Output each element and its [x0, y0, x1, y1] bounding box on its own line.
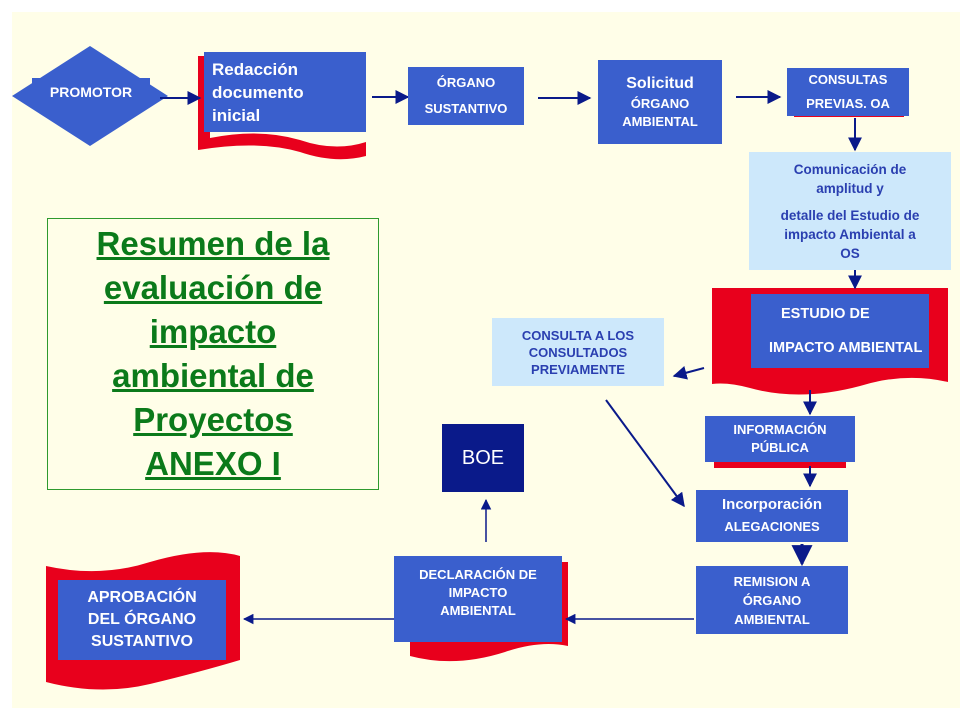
consulta-consultados-line-1: CONSULTA A LOS	[521, 327, 635, 343]
estudio-line-2: IMPACTO AMBIENTAL	[769, 340, 923, 356]
incorporacion-line-2: ALEGACIONES	[724, 519, 820, 534]
informacion-publica-line-1: INFORMACIÓN	[733, 422, 827, 437]
informacion-publica-node: INFORMACIÓN PÚBLICA	[705, 416, 855, 462]
declaracion-line-3: AMBIENTAL	[440, 603, 516, 618]
declaracion-line-1: DECLARACIÓN DE	[419, 567, 537, 582]
consultas-previas-node: CONSULTAS PREVIAS. OA	[787, 68, 909, 116]
aprobacion-line-3: SUSTANTIVO	[91, 633, 193, 650]
title-line-6: ANEXO I	[145, 445, 281, 482]
solicitud-line-2: ÓRGANO	[630, 96, 690, 111]
comunicacion-line-4: impacto Ambiental a	[784, 226, 916, 242]
title-line-4: ambiental de	[112, 357, 314, 394]
informacion-underline	[716, 462, 844, 466]
title-line-5: Proyectos	[133, 401, 293, 438]
solicitud-line-3: AMBIENTAL	[622, 114, 698, 129]
aprobacion-line-1: APROBACIÓN	[87, 589, 197, 606]
boe-label: BOE	[461, 446, 505, 469]
incorporacion-node: Incorporación ALEGACIONES	[696, 490, 848, 542]
estudio-line-1: ESTUDIO DE	[781, 306, 870, 322]
comunicacion-node: Comunicación de amplitud y detalle del E…	[749, 152, 951, 270]
remision-line-1: REMISION A	[733, 573, 811, 589]
boe-node: BOE	[442, 424, 524, 492]
solicitud-line-1: Solicitud	[626, 75, 694, 92]
redaccion-line-3: inicial	[212, 105, 261, 125]
redaccion-document-shape	[198, 56, 366, 160]
comunicacion-line-5: OS	[840, 245, 860, 261]
declaracion-line-2: IMPACTO	[448, 585, 508, 600]
redaccion-node: Redacción documento inicial	[204, 52, 366, 132]
solicitud-node: Solicitud ÓRGANO AMBIENTAL	[598, 60, 722, 144]
aprobacion-node: APROBACIÓN DEL ÓRGANO SUSTANTIVO	[58, 580, 226, 660]
promotor-node: PROMOTOR	[32, 78, 150, 106]
remision-node: REMISION A ÓRGANO AMBIENTAL	[696, 566, 848, 634]
title-line-3: impacto	[149, 313, 277, 350]
organo-sustantivo-node: ÓRGANO SUSTANTIVO	[408, 67, 524, 125]
incorporacion-line-1: Incorporación	[721, 496, 822, 513]
consulta-consultados-node: CONSULTA A LOS CONSULTADOS PREVIAMENTE	[492, 318, 664, 386]
comunicacion-line-1: Comunicación de	[793, 161, 907, 177]
redaccion-line-2: documento	[212, 82, 304, 102]
title-line-1: Resumen de la	[96, 225, 330, 262]
promotor-label: PROMOTOR	[49, 84, 133, 100]
consulta-consultados-line-2: CONSULTADOS	[528, 344, 628, 360]
remision-line-2: ÓRGANO	[742, 592, 802, 608]
title-line-2: evaluación de	[103, 269, 323, 306]
comunicacion-line-2: amplitud y	[816, 180, 884, 196]
remision-line-3: AMBIENTAL	[734, 611, 810, 627]
consulta-consultados-line-3: PREVIAMENTE	[531, 361, 625, 377]
informacion-publica-line-2: PÚBLICA	[751, 440, 809, 455]
arrow-consulta-to-incorporacion	[605, 399, 685, 508]
estudio-node: ESTUDIO DE IMPACTO AMBIENTAL	[751, 294, 929, 368]
consultas-previas-line-2: PREVIAS. OA	[806, 96, 890, 111]
arrow-estudio-to-consulta	[672, 365, 705, 380]
redaccion-line-1: Redacción	[212, 59, 298, 79]
organo-sustantivo-line-2: SUSTANTIVO	[424, 101, 508, 116]
organo-sustantivo-line-1: ÓRGANO	[436, 75, 496, 90]
aprobacion-line-2: DEL ÓRGANO	[87, 611, 197, 628]
title-box: Resumen de la evaluación de impacto ambi…	[47, 218, 379, 490]
declaracion-node: DECLARACIÓN DE IMPACTO AMBIENTAL	[394, 556, 562, 642]
comunicacion-line-3: detalle del Estudio de	[780, 207, 920, 223]
consultas-previas-line-1: CONSULTAS	[808, 72, 888, 87]
